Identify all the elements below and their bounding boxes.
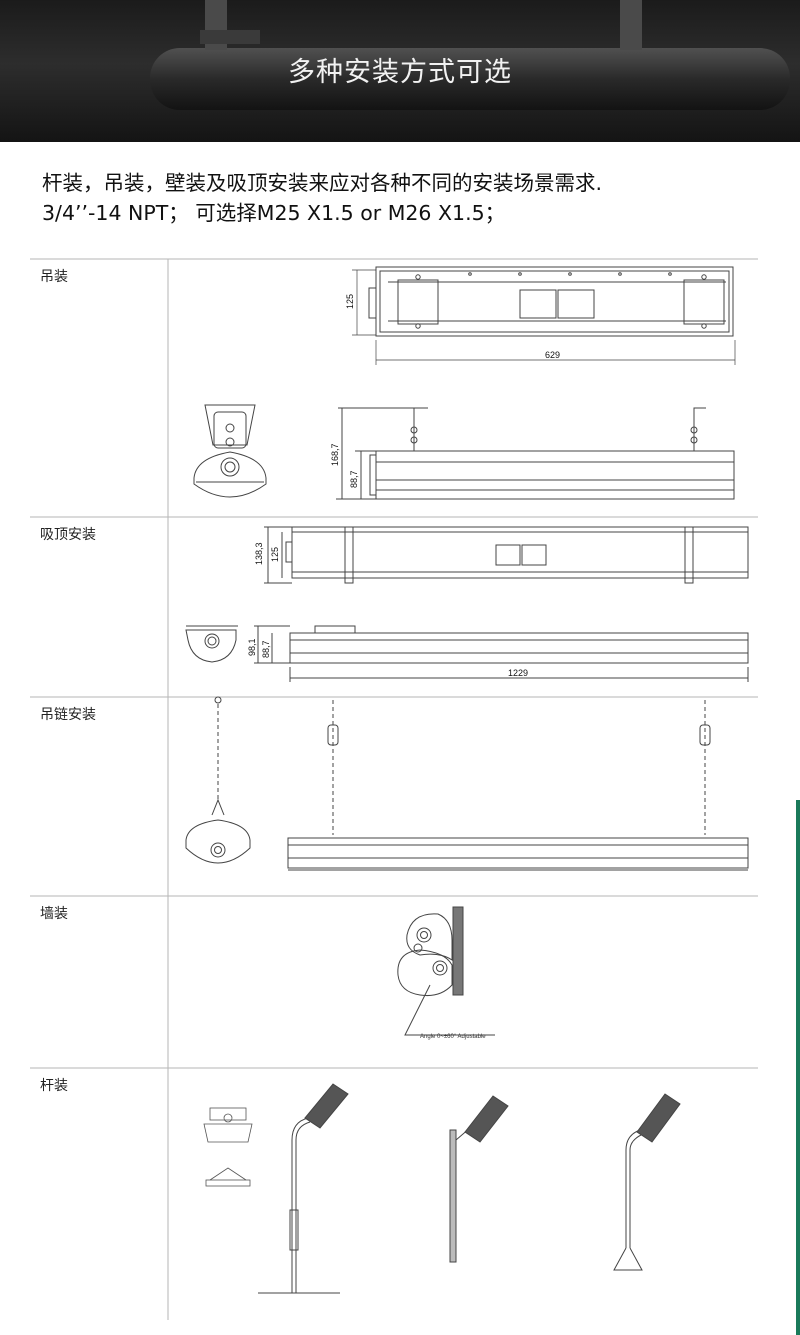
pole-mount-3 bbox=[613, 1093, 681, 1271]
suspend-top-dimensions bbox=[352, 269, 736, 365]
intro-line-1: 杆装，吊装，壁装及吸顶安装来应对各种不同的安装场景需求. bbox=[42, 171, 603, 195]
row-label-chain: 吊链安装 bbox=[40, 707, 96, 723]
dim-ceiling-length: 1229 bbox=[508, 668, 528, 678]
intro-line-2: 3/4’’-14 NPT； 可选择M25 X1.5 or M26 X1.5； bbox=[42, 201, 506, 225]
wall-view bbox=[397, 906, 495, 1036]
dim-ceiling-height: 125 bbox=[270, 547, 280, 562]
pole-bracket-views bbox=[203, 1107, 253, 1187]
dim-ceiling-total-height: 138,3 bbox=[254, 542, 264, 565]
row-label-ceiling: 吸顶安装 bbox=[40, 527, 96, 543]
chain-end-view bbox=[185, 696, 251, 864]
table-grid bbox=[30, 258, 758, 1320]
row-label-wall: 墙装 bbox=[40, 906, 68, 922]
dim-suspend-total-height: 168,7 bbox=[330, 443, 340, 466]
right-edge-accent bbox=[796, 800, 800, 1335]
header-banner: 多种安装方式可选 bbox=[0, 0, 800, 142]
pole-mount-1 bbox=[258, 1083, 349, 1294]
ceiling-end-view bbox=[185, 625, 238, 663]
banner-title: 多种安装方式可选 bbox=[288, 57, 512, 88]
ceiling-side-view bbox=[254, 625, 749, 682]
dim-suspend-body-height: 88,7 bbox=[349, 470, 359, 488]
dim-suspend-width: 629 bbox=[545, 350, 560, 360]
row-label-pole: 杆装 bbox=[40, 1078, 68, 1094]
banner-fixture-image bbox=[150, 0, 790, 110]
dim-ceiling-side-total: 98,1 bbox=[247, 638, 257, 656]
dim-ceiling-side-body: 88,7 bbox=[261, 640, 271, 658]
suspend-top-view bbox=[368, 266, 734, 337]
ceiling-top-view bbox=[264, 526, 749, 584]
pole-mount-2 bbox=[449, 1095, 509, 1263]
suspend-side-view bbox=[336, 407, 735, 500]
row-label-suspend: 吊装 bbox=[40, 269, 68, 285]
suspend-end-view bbox=[193, 404, 267, 498]
dim-suspend-height: 125 bbox=[345, 294, 355, 309]
intro-text: 杆装，吊装，壁装及吸顶安装来应对各种不同的安装场景需求. 3/4’’-14 NP… bbox=[42, 168, 602, 228]
wall-angle-note: Angle 0~±60° Adjustable bbox=[420, 1034, 486, 1040]
chain-side-view bbox=[287, 700, 749, 871]
